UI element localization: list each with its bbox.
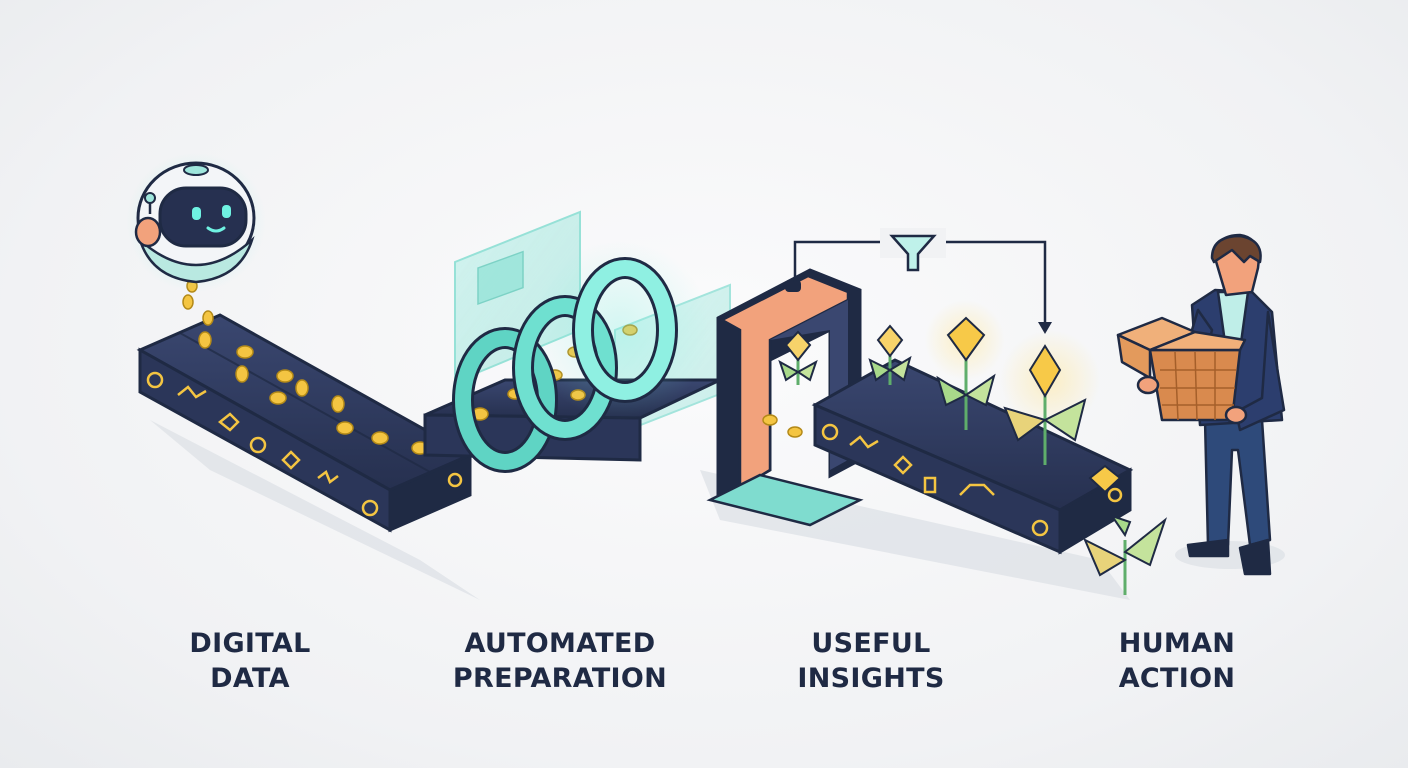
funnel-icon [793, 228, 1052, 334]
stage-label-line1: AUTOMATED [464, 628, 656, 659]
stage-label-line2: ACTION [1118, 663, 1236, 694]
robot-icon [126, 152, 266, 292]
stage-label-line2: INSIGHTS [797, 663, 945, 694]
basket-icon [1116, 316, 1248, 425]
conveyor-useful-insights [762, 358, 1134, 555]
conveyor-digital-data [136, 279, 474, 533]
plant-icon [778, 300, 1168, 595]
stage-label-line2: PREPARATION [452, 663, 668, 694]
stage-label-digital-data: DIGITAL DATA [90, 626, 410, 696]
stage-label-useful-insights: USEFUL INSIGHTS [711, 626, 1031, 696]
stage-label-line1: USEFUL [811, 628, 931, 659]
stage-label-line1: DIGITAL [189, 628, 311, 659]
stage-label-human-action: HUMAN ACTION [1017, 626, 1337, 696]
stage-label-automated-preparation: AUTOMATED PREPARATION [400, 626, 720, 696]
stage-label-line1: HUMAN [1118, 628, 1236, 659]
stage-label-line2: DATA [210, 663, 290, 694]
teal-rings [452, 240, 710, 473]
